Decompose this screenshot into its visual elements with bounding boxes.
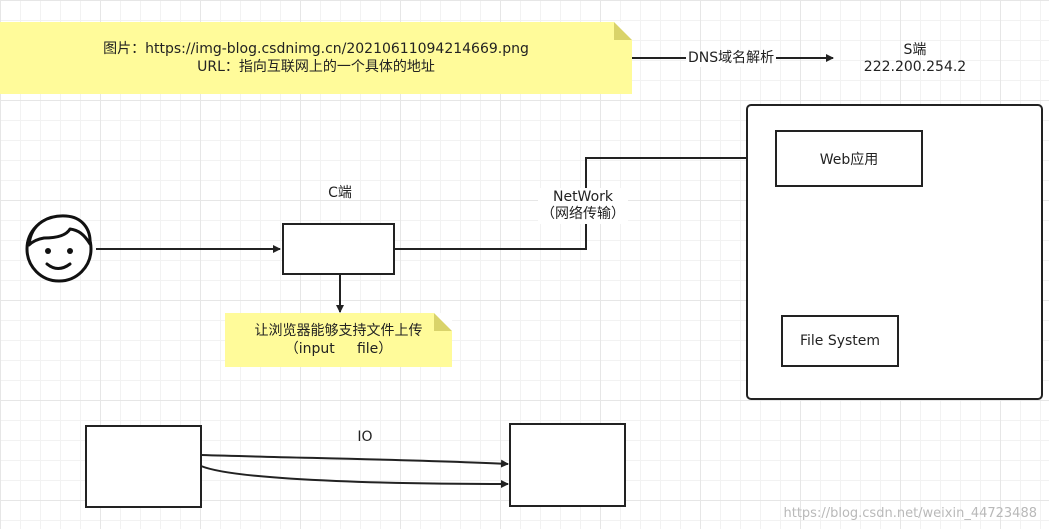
io-source-box xyxy=(85,425,202,508)
io-label: IO xyxy=(357,429,373,445)
client-title: C端 xyxy=(328,185,352,201)
web-app-label: Web应用 xyxy=(819,151,879,168)
network-label: NetWork （网络传输） xyxy=(538,188,628,224)
image-url-note: 图片：https://img-blog.csdnimg.cn/202106110… xyxy=(0,22,632,94)
client-box xyxy=(282,223,395,275)
image-url-line: 图片：https://img-blog.csdnimg.cn/202106110… xyxy=(103,41,529,57)
file-upload-line: 让浏览器能够支持文件上传 xyxy=(254,323,423,339)
file-upload-note: 让浏览器能够支持文件上传 （input file） xyxy=(225,313,452,367)
network-label-subtitle: （网络传输） xyxy=(541,206,625,222)
io-arrow-upper xyxy=(200,454,509,468)
url-definition-line: URL：指向互联网上的一个具体的地址 xyxy=(197,59,435,75)
dns-resolution-label: DNS域名解析 xyxy=(686,50,777,67)
input-file-line: （input file） xyxy=(284,341,393,357)
io-target-box xyxy=(509,423,626,507)
io-arrow-lower xyxy=(200,465,509,488)
file-system-box: File System xyxy=(781,315,899,367)
web-app-box: Web应用 xyxy=(775,130,923,187)
watermark: https://blog.csdn.net/weixin_44723488 xyxy=(783,506,1037,521)
user-face-icon xyxy=(25,214,93,283)
server-ip: 222.200.254.2 xyxy=(863,59,967,75)
network-label-title: NetWork xyxy=(552,189,614,205)
server-title: S端 xyxy=(903,42,927,58)
file-system-label: File System xyxy=(799,333,881,349)
